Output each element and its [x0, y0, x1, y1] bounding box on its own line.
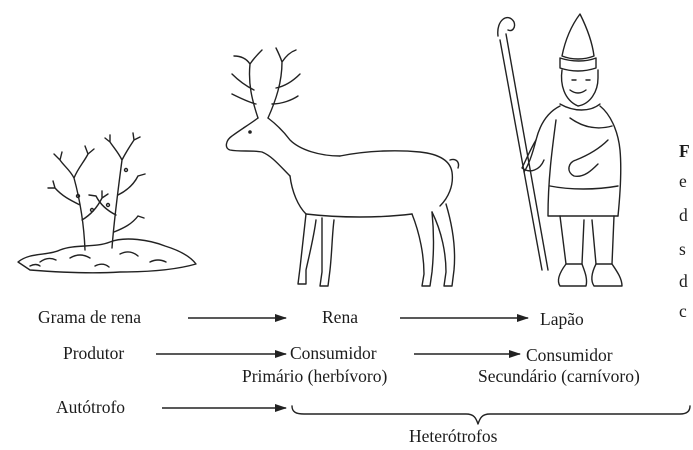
side-text-line-2: e [679, 171, 687, 191]
side-text-line-1: F [679, 141, 690, 161]
side-text-line-6: c [679, 301, 687, 321]
label-lapao: Lapão [540, 309, 584, 329]
label-grama-de-rena: Grama de rena [38, 307, 141, 327]
label-consumidor-secundario-line2: Secundário (carnívoro) [478, 366, 640, 386]
side-text-line-3: d [679, 205, 688, 225]
label-consumidor-primario-line2: Primário (herbívoro) [242, 366, 387, 386]
food-chain-arrows [156, 318, 528, 408]
lapp-man-illustration [498, 14, 622, 286]
label-rena: Rena [322, 307, 358, 327]
heterotrophs-brace [292, 406, 690, 424]
reindeer-grass-illustration [18, 133, 196, 273]
label-autotrofo: Autótrofo [56, 397, 125, 417]
side-text-line-5: d [679, 271, 688, 291]
label-consumidor-primario-line1: Consumidor [290, 343, 377, 363]
label-heterotrofos: Heterótrofos [409, 426, 497, 446]
side-text-line-4: s [679, 239, 686, 259]
label-produtor: Produtor [63, 343, 124, 363]
label-consumidor-secundario-line1: Consumidor [526, 345, 613, 365]
reindeer-illustration [226, 48, 458, 286]
